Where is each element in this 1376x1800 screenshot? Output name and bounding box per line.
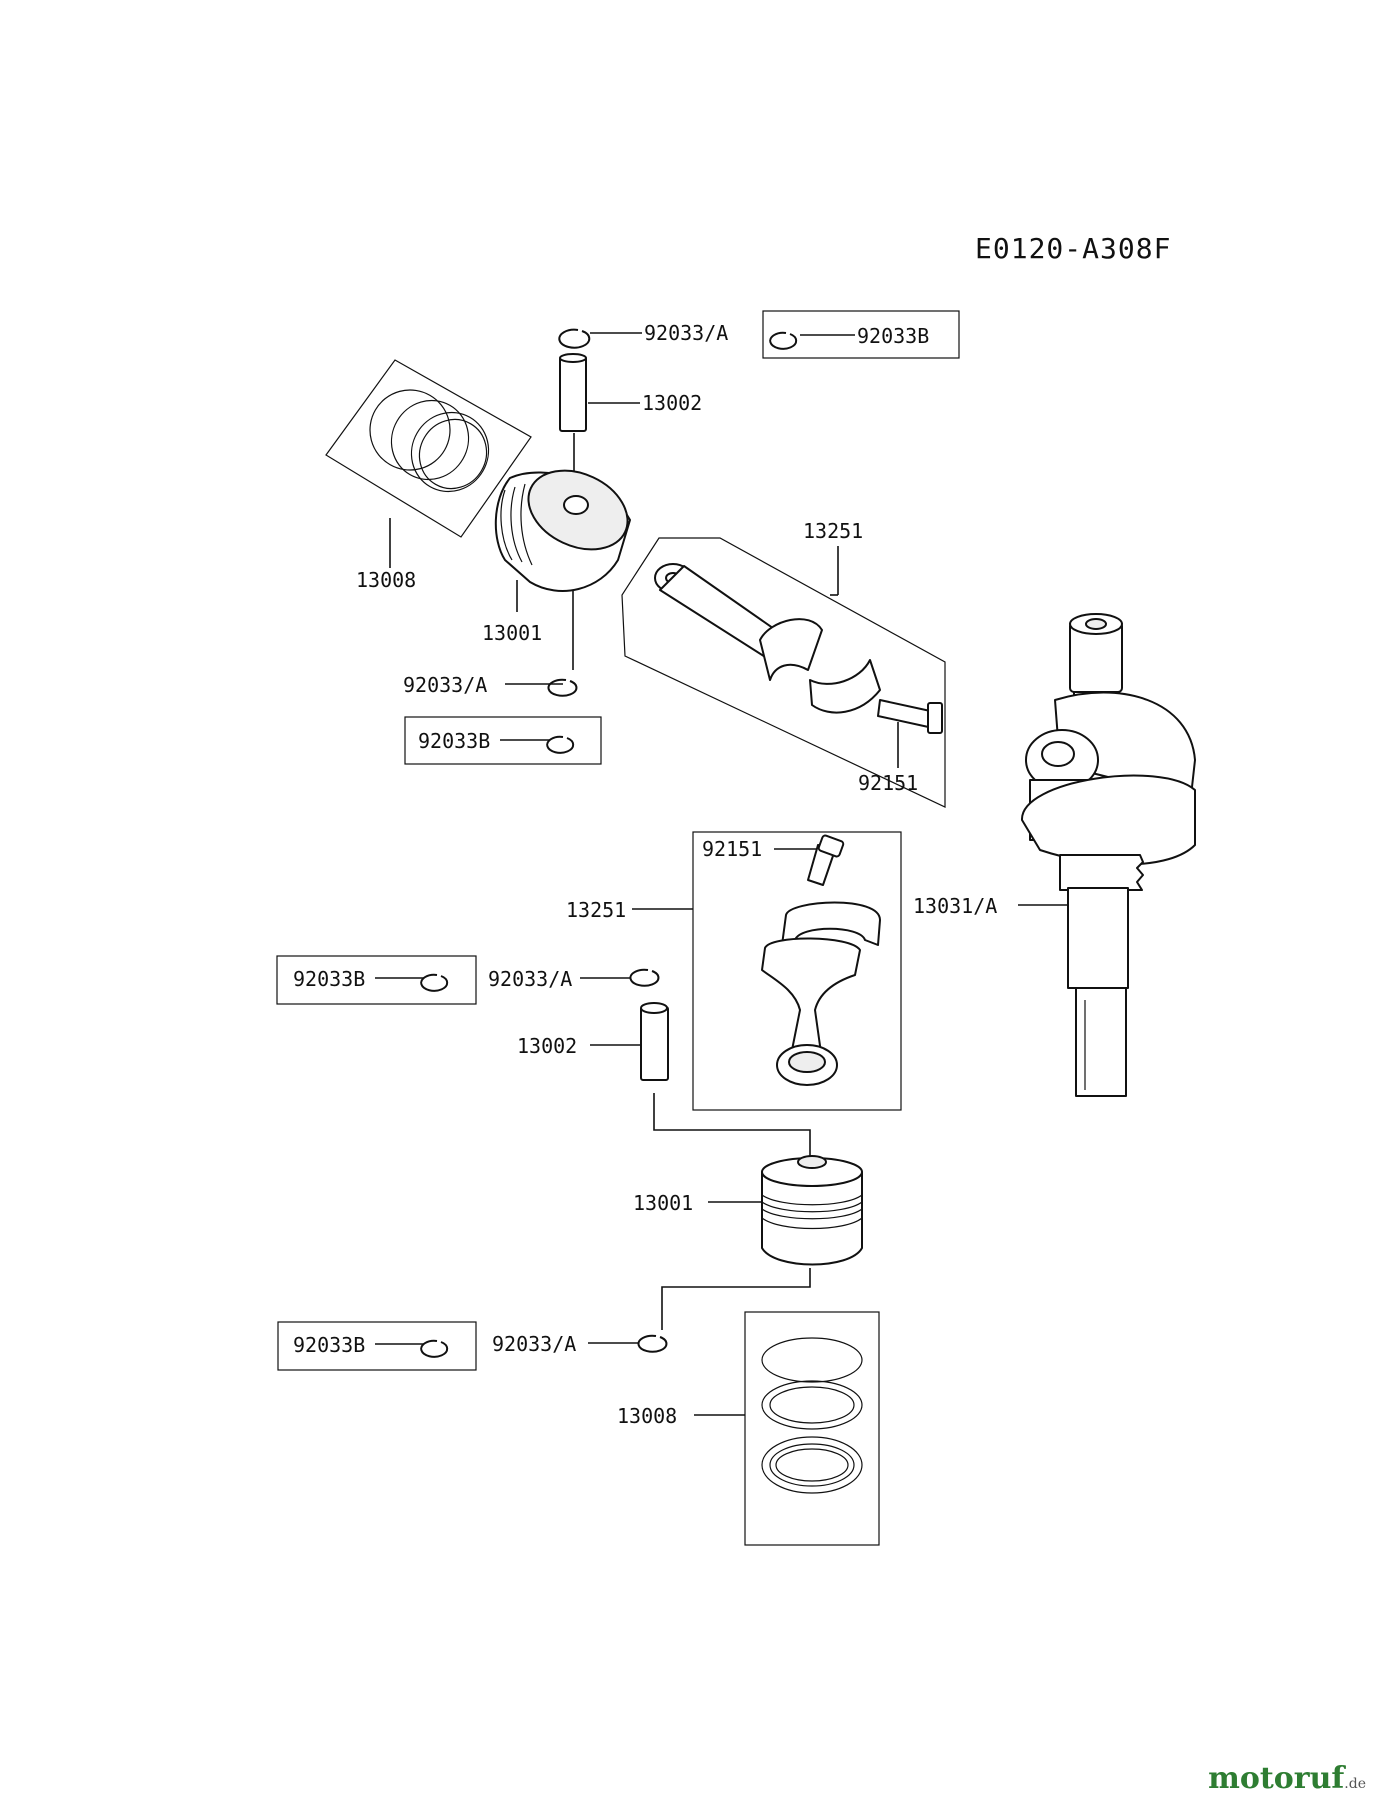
piston-ring-part	[761, 1337, 863, 1494]
label-top-clip-b[interactable]: 92033B	[857, 324, 929, 348]
piston-part	[761, 1155, 863, 1266]
label-crank[interactable]: 13031/A	[913, 894, 997, 918]
alt-part-box	[276, 955, 477, 1005]
conrod-set-box	[692, 831, 902, 1111]
ring-set-box	[325, 359, 532, 538]
label-top-clip2[interactable]: 92033/A	[403, 673, 487, 697]
conrod-set-box	[621, 537, 946, 808]
label-top-rings[interactable]: 13008	[356, 568, 416, 592]
crankshaft-part	[1020, 613, 1196, 1097]
label-top-clip2-b[interactable]: 92033B	[418, 729, 490, 753]
diagram-code: E0120-A308F	[975, 232, 1171, 265]
ring-set-box	[744, 1311, 880, 1546]
alt-part-box	[277, 1321, 477, 1371]
label-top-rod[interactable]: 13251	[803, 519, 863, 543]
piston-ring-part	[369, 389, 490, 493]
circlip-part	[558, 328, 591, 349]
label-mid-clip-b[interactable]: 92033B	[293, 967, 365, 991]
label-top-piston[interactable]: 13001	[482, 621, 542, 645]
watermark-logo: motoruf.de	[1208, 1761, 1366, 1796]
label-top-pin[interactable]: 13002	[642, 391, 702, 415]
label-mid-piston[interactable]: 13001	[633, 1191, 693, 1215]
alt-part-box	[404, 716, 602, 765]
label-bot-clip-b[interactable]: 92033B	[293, 1333, 365, 1357]
connecting-rod-part	[654, 563, 881, 714]
piston-pin-part	[640, 1002, 669, 1081]
piston-pin-part	[559, 353, 587, 432]
alt-part-box	[762, 310, 960, 359]
label-top-bolt[interactable]: 92151	[858, 771, 918, 795]
label-top-clip[interactable]: 92033/A	[644, 321, 728, 345]
label-mid-clip[interactable]: 92033/A	[488, 967, 572, 991]
bolt-part	[877, 699, 943, 734]
label-mid-rod[interactable]: 13251	[566, 898, 626, 922]
label-bot-clip[interactable]: 92033/A	[492, 1332, 576, 1356]
label-mid-pin[interactable]: 13002	[517, 1034, 577, 1058]
watermark-brand: motoruf	[1208, 1761, 1345, 1796]
connecting-rod-part	[761, 901, 881, 1086]
bolt-part	[807, 834, 845, 886]
label-mid-bolt[interactable]: 92151	[702, 837, 762, 861]
watermark-tld: .de	[1344, 1776, 1366, 1792]
piston-part	[494, 469, 631, 592]
label-bot-rings[interactable]: 13008	[617, 1404, 677, 1428]
